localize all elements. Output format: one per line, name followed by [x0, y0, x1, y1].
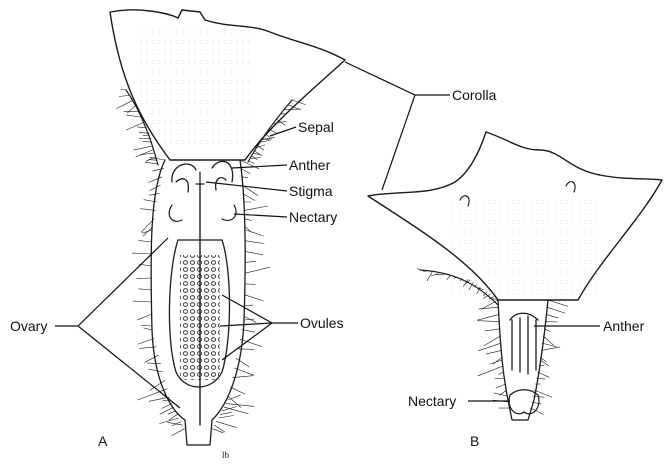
label-nectary-b: Nectary — [408, 393, 456, 409]
hair-stroke — [245, 267, 270, 273]
hair-stroke — [246, 252, 264, 255]
hair-stroke — [133, 301, 152, 302]
panel-label-b: B — [470, 433, 479, 449]
hair-stroke — [284, 109, 301, 110]
hair-stroke — [245, 219, 251, 221]
hair-stroke — [254, 151, 262, 156]
hair-stroke — [491, 360, 502, 364]
hair-stroke — [172, 429, 185, 436]
label-nectary-a: Nectary — [289, 209, 337, 225]
hair-stroke — [243, 194, 255, 201]
hair-stroke — [485, 329, 500, 331]
anthers-b — [510, 313, 538, 374]
hair-stroke — [496, 384, 506, 388]
hair-stroke — [249, 161, 255, 163]
label-anther-b: Anther — [603, 318, 645, 334]
hair-stroke — [226, 404, 254, 407]
hair-stroke — [542, 343, 557, 347]
hair-stroke — [477, 314, 499, 320]
nectary-a — [169, 205, 236, 221]
hair-stroke — [132, 253, 152, 254]
hair-stroke — [244, 206, 268, 210]
hair-stroke — [494, 393, 508, 396]
leader-nectary-a — [234, 214, 287, 217]
hair-stroke — [169, 414, 177, 420]
hair-stroke — [137, 278, 152, 279]
hair-stroke — [141, 325, 152, 326]
hair-stroke — [126, 115, 140, 117]
hair-stroke — [138, 314, 152, 320]
hair-stroke — [145, 162, 158, 163]
corolla-notch-b2 — [566, 182, 575, 192]
hair-stroke — [213, 429, 224, 433]
hair-stroke — [149, 160, 157, 161]
hair-stroke — [240, 339, 262, 346]
hair-stroke — [478, 321, 499, 322]
hair-stroke — [479, 343, 501, 351]
flower-b — [368, 132, 662, 420]
hair-stroke — [150, 185, 161, 190]
hair-stroke — [246, 230, 264, 236]
hair-stroke — [541, 347, 560, 351]
hair-stroke — [246, 241, 264, 244]
hair-stroke — [220, 412, 231, 414]
panel-label-a: A — [98, 433, 108, 449]
hair-stroke — [147, 363, 160, 364]
hair-stroke — [231, 387, 245, 394]
hair-stroke — [218, 416, 233, 419]
hair-stroke — [546, 314, 558, 318]
hair-stroke — [149, 194, 159, 196]
hair-stroke — [144, 200, 157, 202]
label-sepal: Sepal — [298, 119, 334, 135]
corolla-veins-a — [140, 30, 250, 150]
hair-stroke — [117, 101, 132, 109]
hair-stroke — [119, 95, 129, 96]
hair-stroke — [142, 230, 152, 233]
hair-stroke — [447, 276, 450, 280]
stigma-a — [196, 172, 204, 186]
hair-stroke — [244, 305, 253, 306]
hair-stroke — [244, 319, 254, 320]
hair-stroke — [479, 307, 499, 309]
hair-stroke — [245, 295, 264, 301]
hair-stroke — [139, 289, 152, 290]
hair-stroke — [168, 411, 175, 414]
hair-stroke — [149, 177, 162, 183]
hair-stroke — [238, 349, 254, 350]
hair-stroke — [486, 350, 501, 354]
hair-stroke — [229, 397, 241, 408]
hair-stroke — [495, 378, 505, 379]
hair-stroke — [217, 422, 237, 428]
leader-ovules — [222, 295, 298, 323]
hair-stroke — [138, 338, 154, 344]
corolla-veins-b — [450, 200, 600, 295]
leader-ovules-b — [220, 323, 272, 326]
hair-stroke — [145, 355, 159, 362]
hair-stroke — [139, 241, 152, 242]
hair-stroke — [140, 153, 155, 155]
label-ovary: Ovary — [10, 318, 47, 334]
label-corolla: Corolla — [452, 87, 497, 103]
hair-stroke — [427, 272, 432, 280]
leader-corolla-b — [382, 95, 415, 190]
anther-cluster-a — [172, 161, 233, 192]
hair-stroke — [144, 328, 152, 330]
hair-stroke — [548, 300, 568, 306]
artist-signature: lb — [222, 450, 230, 460]
leader-corolla — [345, 62, 450, 95]
label-stigma: Stigma — [289, 183, 333, 199]
hair-stroke — [547, 307, 565, 313]
label-anther-a: Anther — [289, 157, 331, 173]
hair-stroke — [149, 397, 169, 401]
label-ovules: Ovules — [300, 315, 344, 331]
leader-stigma — [206, 182, 287, 191]
calyx-tube-b — [498, 300, 548, 420]
hair-stroke — [149, 369, 163, 372]
hair-stroke — [215, 425, 225, 432]
hair-stroke — [168, 422, 183, 425]
leader-ovary-b — [78, 326, 180, 408]
hair-stroke — [245, 261, 256, 262]
